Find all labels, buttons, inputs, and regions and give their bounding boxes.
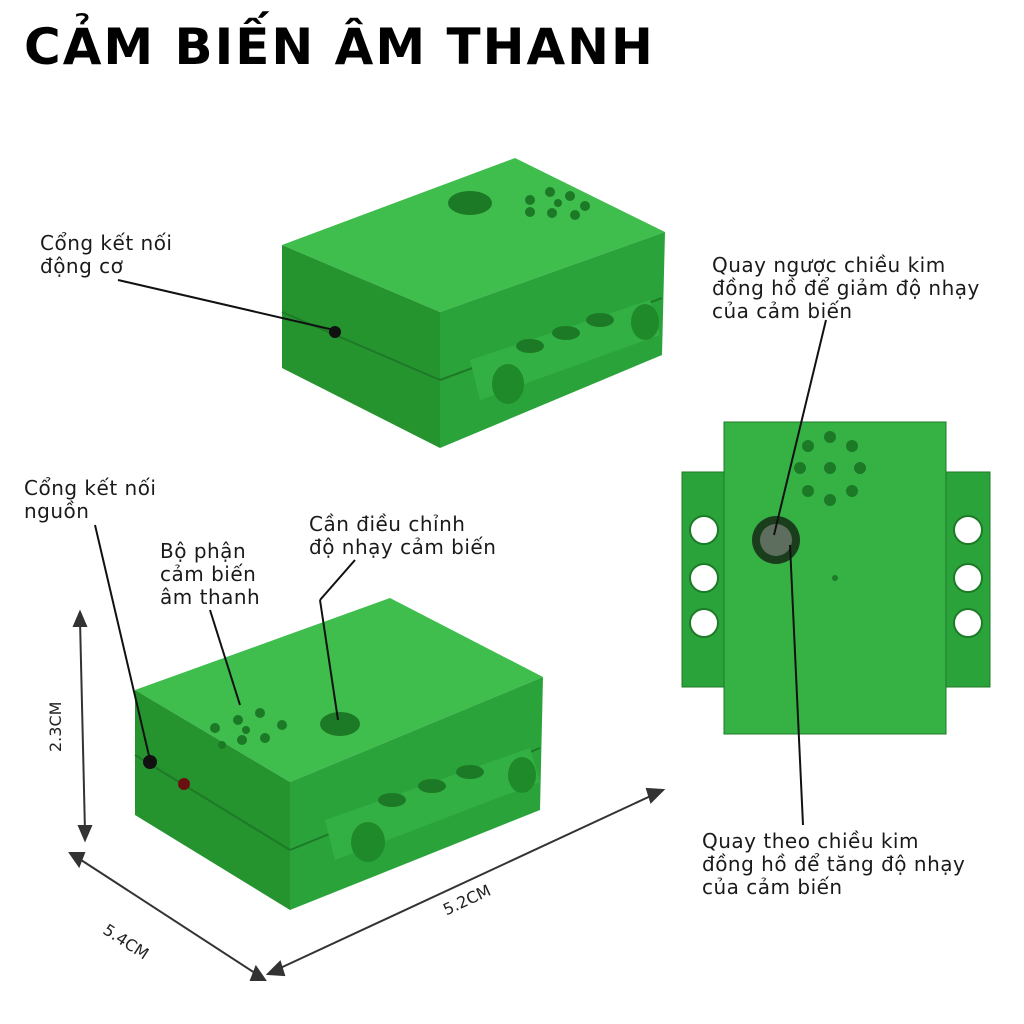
label-sensitivity-knob: Cần điều chỉnh độ nhạy cảm biến	[309, 512, 497, 559]
label-power-port: Cổng kết nối nguồn	[24, 476, 157, 523]
leader-lines	[94, 279, 827, 826]
page-title: CẢM BIẾN ÂM THANH	[24, 18, 655, 76]
dimension-arrows	[68, 609, 666, 981]
label-sound-part: Bộ phận cảm biến âm thanh	[160, 539, 261, 609]
label-clockwise: Quay theo chiều kim đồng hồ để tăng độ n…	[702, 829, 966, 899]
dimension-height: 2.3CM	[46, 701, 65, 752]
label-motor-port: Cổng kết nối động cơ	[40, 231, 173, 278]
sensor-module-angled-view	[134, 598, 543, 910]
sensor-module-front-view	[681, 421, 991, 735]
sensor-module-top-view	[281, 158, 665, 448]
label-counter-clockwise: Quay ngược chiều kim đồng hồ để giảm độ …	[712, 253, 980, 323]
